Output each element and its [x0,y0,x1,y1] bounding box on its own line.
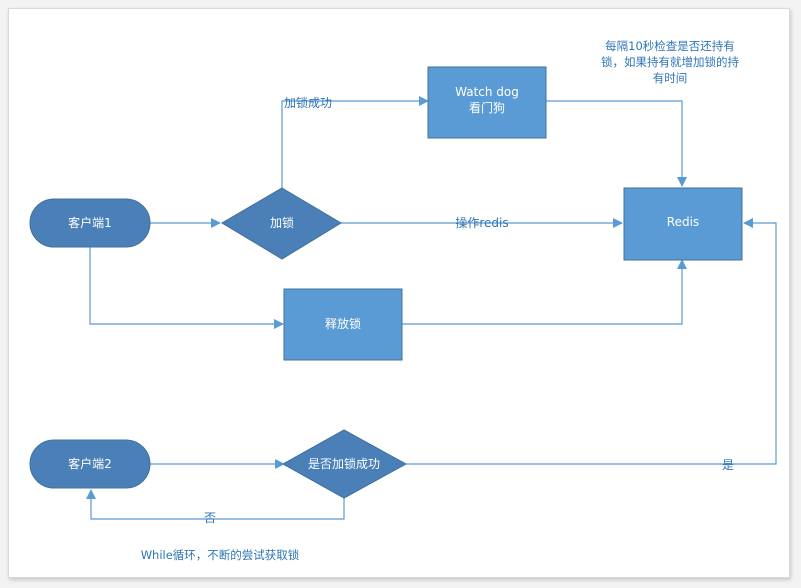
edge-lock-to-watchdog [281,96,429,188]
watchdog-note-line1: 每隔10秒检查是否还持有 [605,39,735,53]
connectors [86,96,777,520]
client1-node: 客户端1 [29,198,151,248]
redis-label: Redis [667,215,699,229]
watchdog-note: 每隔10秒检查是否还持有 锁，如果持有就增加锁的持 有时间 [601,39,739,85]
edge-decision-to-redis-yes [406,218,777,465]
while-loop-note: While循环，不断的尝试获取锁 [141,548,300,562]
edge-label-yes: 是 [722,458,734,472]
edge-label-no: 否 [204,511,216,525]
client2-node: 客户端2 [29,439,151,489]
watchdog-label-line1: Watch dog [455,85,519,99]
watchdog-label-line2: 看门狗 [469,100,505,115]
edge-client1-to-release [89,247,284,329]
edge-decision-to-client2-no [86,489,345,520]
watchdog-note-line3: 有时间 [653,71,688,85]
watchdog-node: Watch dog 看门狗 [427,66,547,139]
client2-label: 客户端2 [68,456,112,471]
edge-watchdog-to-redis [546,100,687,187]
edge-release-to-redis [402,259,687,325]
edge-label-lock-success: 加锁成功 [284,95,332,110]
release-node: 释放锁 [283,288,403,361]
release-label: 释放锁 [325,316,361,331]
client1-label: 客户端1 [68,215,112,230]
decision-label: 是否加锁成功 [308,456,380,471]
watchdog-note-line2: 锁，如果持有就增加锁的持 [601,55,739,69]
edge-label-operate-redis: 操作redis [455,215,508,230]
lock-label: 加锁 [270,215,294,230]
redis-node: Redis [623,187,743,261]
decision-node: 是否加锁成功 [281,429,408,499]
lock-node: 加锁 [221,187,342,260]
